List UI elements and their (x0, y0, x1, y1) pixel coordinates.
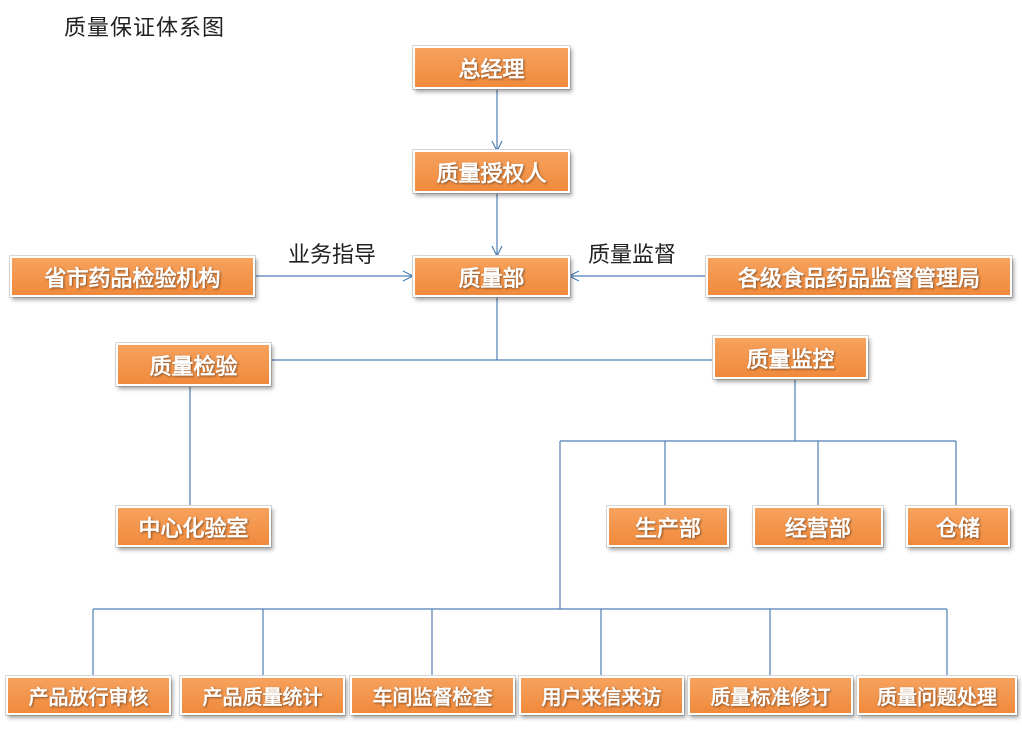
node-warehouse: 仓储 (906, 506, 1010, 547)
node-production-dept: 生产部 (607, 506, 729, 547)
node-product-release-review: 产品放行审核 (6, 676, 171, 715)
node-quality-standard-revision: 质量标准修订 (688, 676, 853, 715)
node-qa-authorized-person: 质量授权人 (413, 150, 570, 193)
node-product-quality-statistics: 产品质量统计 (180, 676, 345, 715)
node-central-lab: 中心化验室 (116, 506, 271, 547)
node-general-manager: 总经理 (413, 46, 570, 89)
diagram-title: 质量保证体系图 (64, 16, 226, 41)
node-provincial-lab: 省市药品检验机构 (10, 256, 255, 297)
label-quality-supervision: 质量监督 (588, 243, 677, 268)
node-fda-bureaus: 各级食品药品监督管理局 (706, 256, 1012, 297)
node-quality-monitoring: 质量监控 (713, 336, 868, 379)
node-workshop-supervision: 车间监督检查 (350, 676, 515, 715)
node-business-dept: 经营部 (753, 506, 883, 547)
label-business-guidance: 业务指导 (288, 243, 377, 268)
node-quality-issue-handling: 质量问题处理 (857, 676, 1017, 715)
node-quality-dept: 质量部 (413, 256, 570, 297)
node-quality-inspection: 质量检验 (116, 343, 271, 386)
node-user-letters-visits: 用户来信来访 (519, 676, 684, 715)
